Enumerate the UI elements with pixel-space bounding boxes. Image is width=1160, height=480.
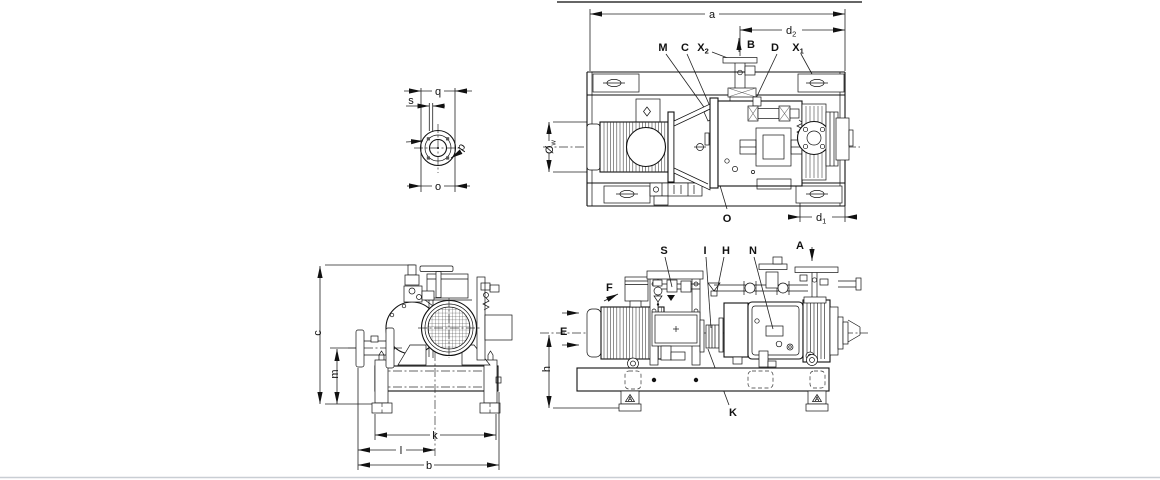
side-nameplate	[765, 325, 784, 337]
dim-o: o	[407, 180, 470, 193]
label-D: D	[771, 42, 779, 54]
label-M: M	[658, 42, 667, 54]
dim-label-k: k	[432, 430, 438, 442]
plan-motor-flange	[667, 111, 675, 183]
plan-motor	[586, 111, 675, 183]
dim-label-d1: d1	[816, 212, 826, 226]
plan-pump-body	[709, 57, 806, 190]
dim-label-a: a	[709, 9, 716, 21]
plan-drain-assembly	[649, 182, 703, 206]
dim-p: p	[450, 141, 468, 159]
label-X2: X2	[697, 42, 709, 56]
front-suction-flange	[348, 327, 402, 369]
label-K: K	[729, 407, 737, 419]
side-piping	[707, 256, 862, 304]
dim-s: s	[406, 95, 445, 109]
flange-outer-circle	[419, 129, 457, 167]
label-H: H	[722, 245, 730, 257]
front-right-plate	[476, 276, 513, 361]
side-motor	[586, 276, 665, 360]
plan-side-tab	[635, 98, 661, 124]
dim-k: k	[374, 414, 497, 442]
bolt-pointer-arrow	[405, 139, 424, 145]
label-E: E	[560, 326, 567, 338]
side-feet: A A	[618, 390, 829, 412]
side-base-frame	[576, 367, 830, 392]
label-F: F	[606, 282, 613, 294]
side-cooler	[802, 299, 861, 363]
front-pump-foot-left	[397, 344, 427, 366]
dim-label-p: p	[455, 141, 468, 153]
side-roller-right	[806, 354, 818, 366]
plan-corner-pads	[592, 73, 845, 204]
side-stand	[646, 270, 704, 366]
label-E-group: E	[560, 310, 579, 348]
label-B: B	[747, 39, 755, 51]
plan-top-cylinder	[747, 96, 804, 135]
side-view: h E F	[540, 240, 868, 419]
plan-view: a d2 B M C X2 D X1 O d1 Øw	[543, 8, 860, 226]
label-O: O	[723, 213, 732, 225]
plan-bell-housing	[673, 103, 719, 191]
arrow-B: B	[736, 38, 755, 52]
label-N: N	[749, 245, 757, 257]
flange-detail-view: q s o p	[404, 85, 472, 193]
dim-d2: d2	[739, 24, 845, 56]
dim-m: m	[329, 347, 356, 404]
dim-label-w: Øw	[544, 139, 558, 154]
label-I: I	[703, 245, 706, 257]
dim-b: b	[358, 392, 500, 472]
dim-label-q: q	[435, 86, 441, 98]
side-coupling	[699, 317, 724, 353]
side-roller-left	[627, 357, 639, 370]
plan-motor-fan-circle	[625, 126, 667, 168]
dim-label-h: h	[541, 366, 553, 372]
dim-label-c: c	[312, 330, 324, 336]
dim-label-l: l	[400, 445, 402, 457]
dim-q: q	[404, 85, 472, 98]
dim-label-m: m	[329, 369, 341, 378]
side-pump-body	[723, 301, 804, 368]
front-view: c m	[312, 264, 513, 472]
plan-tab-bolt	[643, 106, 651, 117]
section-marker-left: A	[628, 397, 633, 403]
label-S: S	[660, 245, 667, 257]
plan-discharge-flange	[796, 120, 832, 156]
dim-h: h	[541, 335, 621, 409]
front-top-valve	[403, 264, 454, 307]
flange-bore-circle	[428, 138, 448, 158]
label-C: C	[681, 42, 689, 54]
dim-w: Øw	[544, 121, 587, 173]
dim-label-o: o	[435, 181, 441, 193]
front-base-frame	[374, 365, 499, 392]
dim-label-d2: d2	[786, 25, 796, 39]
dim-label-b: b	[426, 460, 432, 472]
side-terminal-box	[624, 276, 649, 302]
label-X1: X1	[792, 42, 804, 56]
dim-c: c	[312, 264, 415, 405]
dim-label-s: s	[408, 95, 414, 107]
plan-intake-port	[722, 57, 758, 101]
plan-discharge-end	[796, 103, 854, 181]
front-feet	[371, 350, 501, 414]
dim-a: a	[589, 8, 846, 71]
section-marker-right: A	[815, 397, 820, 403]
flange-bolt-holes	[426, 137, 450, 160]
dim-l: l	[357, 368, 435, 470]
flange-bolt-circle	[424, 134, 452, 162]
label-A: A	[796, 240, 804, 252]
label-F-group: F	[603, 282, 619, 302]
